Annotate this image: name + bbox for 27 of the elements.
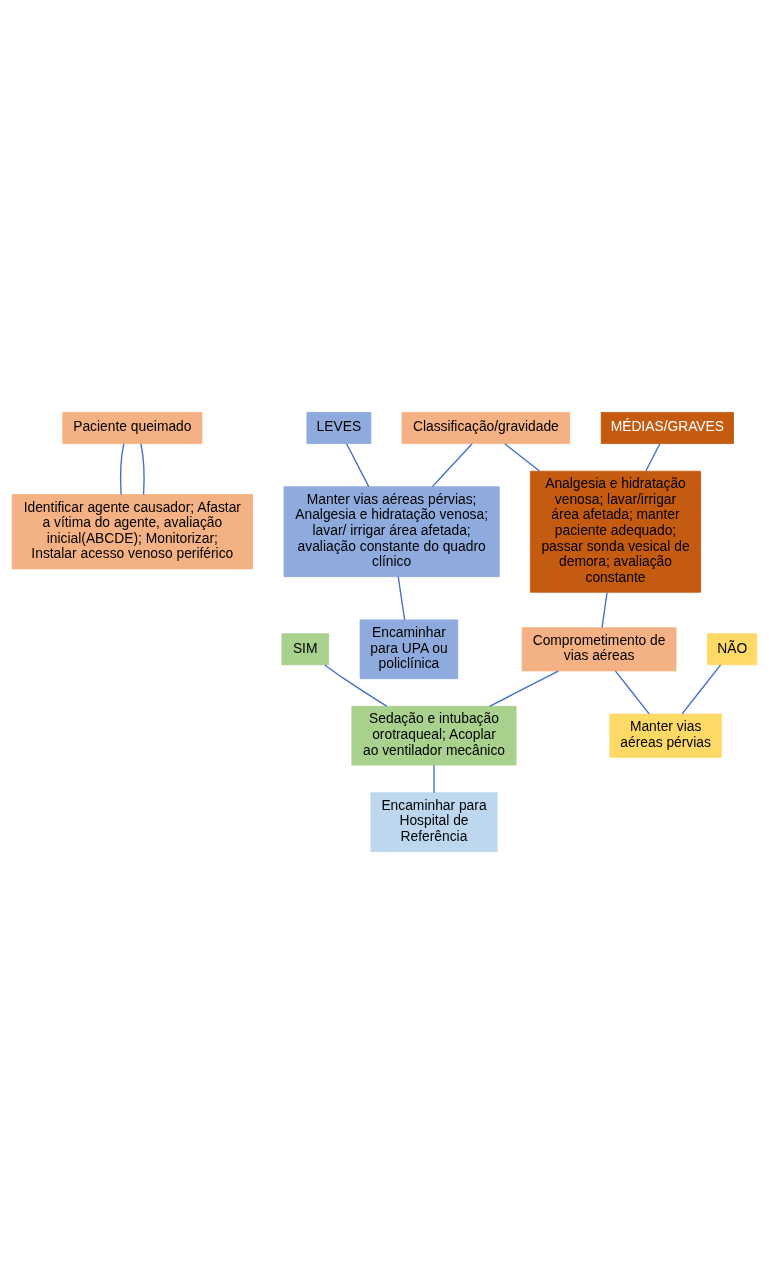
node-box: Identificar agente causador; Afastar a vítima do agente, avaliação inicial(ABCDE); Monitorizar; Instalar acesso venoso periférico (11, 494, 253, 570)
connector (431, 443, 473, 488)
connector (645, 443, 661, 472)
node-box: Classificação/gravidade (401, 412, 571, 444)
node-box: Manter vias aéreas pérvias (609, 713, 722, 758)
connector (345, 443, 370, 488)
node-box: Manter vias aéreas pérvias; Analgesia e hidratação venosa; lavar/ irrigar área afetada; avaliação constante do quadro clínico (283, 486, 500, 578)
node-box: Encaminhar para Hospital de Referência (370, 792, 498, 852)
connector (601, 591, 608, 629)
node-box: Encaminhar para UPA ou policlínica (359, 619, 459, 680)
node-box: MÉDIAS/GRAVES (600, 412, 734, 444)
node-box: Analgesia e hidratação venosa; lavar/irrigar área afetada; manter paciente adequado; passar sonda vesical de demora; avaliação constante (529, 470, 702, 593)
connector (433, 764, 435, 794)
connector (681, 664, 722, 715)
connector (614, 670, 650, 715)
node-box: SIM (281, 633, 329, 666)
connector (397, 576, 406, 621)
node-box: Sedação e intubação orotraqueal; Acoplar ao ventilador mecânico (351, 705, 517, 766)
connector (119, 443, 125, 496)
node-box: NÃO (707, 633, 758, 666)
connector (488, 670, 559, 708)
connector (324, 664, 388, 707)
connector (504, 443, 541, 472)
node-box: Paciente queimado (62, 412, 203, 444)
node-box: Comprometimento de vias aéreas (521, 627, 677, 672)
node-box: LEVES (306, 412, 372, 444)
connector (140, 443, 145, 496)
